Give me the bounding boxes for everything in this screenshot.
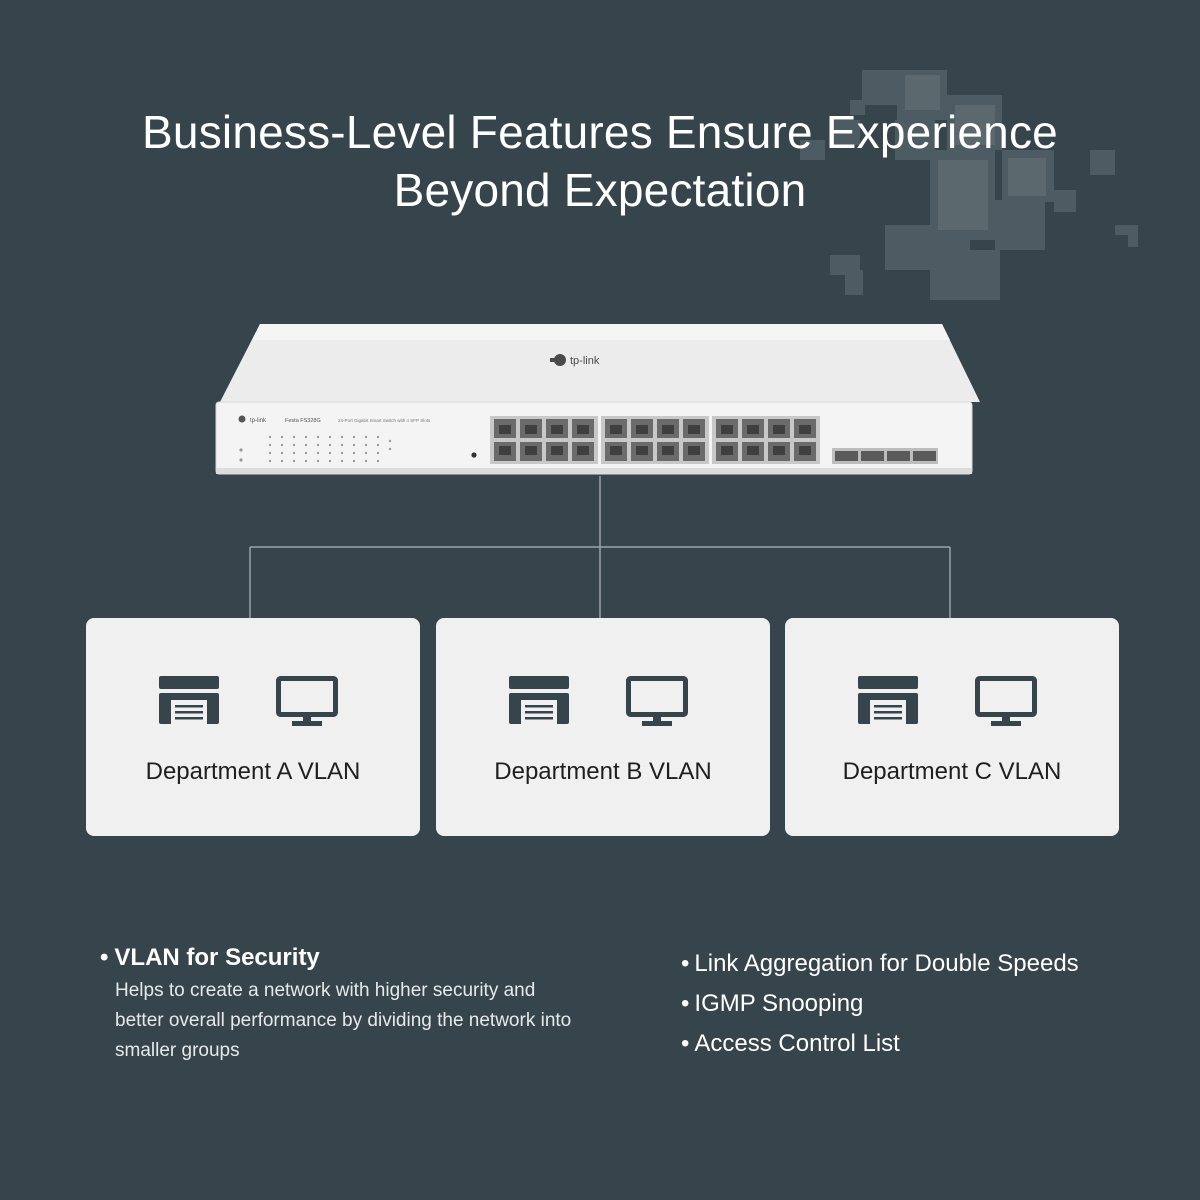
printer-icon — [509, 676, 569, 724]
monitor-icon — [626, 676, 688, 726]
feature-label: Link Aggregation for Double Speeds — [694, 950, 1079, 977]
led-indicators — [239, 435, 392, 463]
printer-icon — [858, 676, 918, 724]
feature-title: VLAN for Security — [114, 944, 320, 971]
switch-brand-top: tp-link — [570, 355, 600, 367]
feature-list: •Link Aggregation for Double Speeds •IGM… — [681, 944, 1079, 1064]
list-item: •Link Aggregation for Double Speeds — [681, 944, 1079, 984]
bullet: • — [681, 1030, 690, 1057]
switch-description: 24-Port Gigabit Smart Switch with 4 SFP … — [338, 418, 431, 423]
monitor-icon — [276, 676, 338, 726]
page-title-line2: Beyond Expectation — [393, 164, 807, 216]
department-label: Department C VLAN — [842, 758, 1062, 785]
feature-vlan-security: •VLAN for Security Helps to create a net… — [100, 944, 620, 1066]
bullet: • — [681, 950, 690, 977]
decorative-pixel-pattern — [800, 70, 1138, 300]
rj45-ports — [490, 416, 820, 464]
sfp-ports — [832, 448, 938, 464]
monitor-icon — [975, 676, 1037, 726]
feature-label: Access Control List — [694, 1030, 900, 1057]
bullet: • — [100, 944, 109, 971]
switch-model: Festa FS328G — [285, 418, 321, 424]
list-item: •Access Control List — [681, 1024, 1079, 1064]
department-card-b: Department B VLAN — [436, 618, 770, 836]
printer-icon — [159, 676, 219, 724]
department-label: Department B VLAN — [494, 758, 712, 785]
list-item: •IGMP Snooping — [681, 984, 1079, 1024]
bullet: • — [681, 990, 690, 1017]
tp-link-logo-icon — [550, 354, 566, 366]
page-title-line1: Business-Level Features Ensure Experienc… — [142, 106, 1058, 158]
page-title: Business-Level Features Ensure Experienc… — [0, 103, 1200, 219]
feature-description: Helps to create a network with higher se… — [115, 980, 572, 1061]
switch-brand-front: tp-link — [250, 418, 267, 424]
department-card-c: Department C VLAN — [785, 618, 1119, 836]
network-switch-illustration: tp-link tp-link Festa FS328G 24-Port Gig… — [215, 324, 980, 475]
feature-label: IGMP Snooping — [694, 990, 864, 1017]
department-label: Department A VLAN — [145, 758, 361, 785]
department-card-a: Department A VLAN — [86, 618, 420, 836]
connection-lines — [249, 476, 951, 618]
